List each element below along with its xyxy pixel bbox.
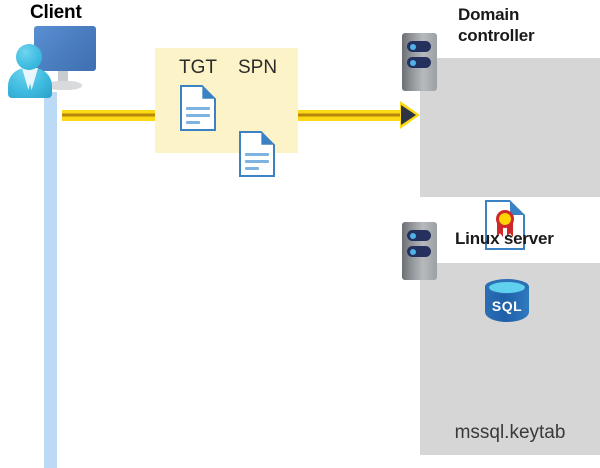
linux-server-title: Linux server — [455, 229, 554, 248]
monitor-neck-icon — [58, 71, 68, 83]
tgt-document-icon — [180, 85, 216, 131]
message-payload-box — [155, 48, 298, 153]
domain-controller-title-line-2: controller — [458, 26, 535, 45]
keytab-filename-label: mssql.keytab — [454, 422, 566, 443]
certificate-seal-icon — [496, 210, 514, 237]
spn-document-icon — [239, 131, 275, 177]
tgt-label: TGT — [179, 57, 217, 78]
server-led-bottom-icon — [407, 246, 431, 257]
domain-controller-title-line-1: Domain — [458, 5, 520, 24]
domain-controller-server-icon — [402, 33, 437, 91]
monitor-base-icon — [46, 81, 82, 90]
sql-database-label: SQL — [491, 298, 523, 314]
server-led-top-icon — [407, 41, 431, 52]
client-lifeline — [44, 92, 57, 468]
sql-database-icon: SQL — [485, 278, 529, 328]
certificate-document-icon — [485, 200, 525, 250]
user-workstation-icon — [6, 24, 102, 98]
monitor-screen-icon — [34, 26, 96, 71]
domain-controller-panel — [420, 58, 600, 197]
person-head-icon — [16, 44, 42, 70]
server-led-bottom-icon — [407, 57, 431, 68]
client-title: Client — [30, 2, 82, 23]
domain-controller-title: Domain controller — [458, 4, 588, 46]
message-arrow-line-right — [298, 110, 404, 121]
arrow-head-icon — [401, 105, 416, 125]
server-led-top-icon — [407, 230, 431, 241]
linux-server-server-icon — [402, 222, 437, 280]
spn-label: SPN — [238, 57, 278, 78]
